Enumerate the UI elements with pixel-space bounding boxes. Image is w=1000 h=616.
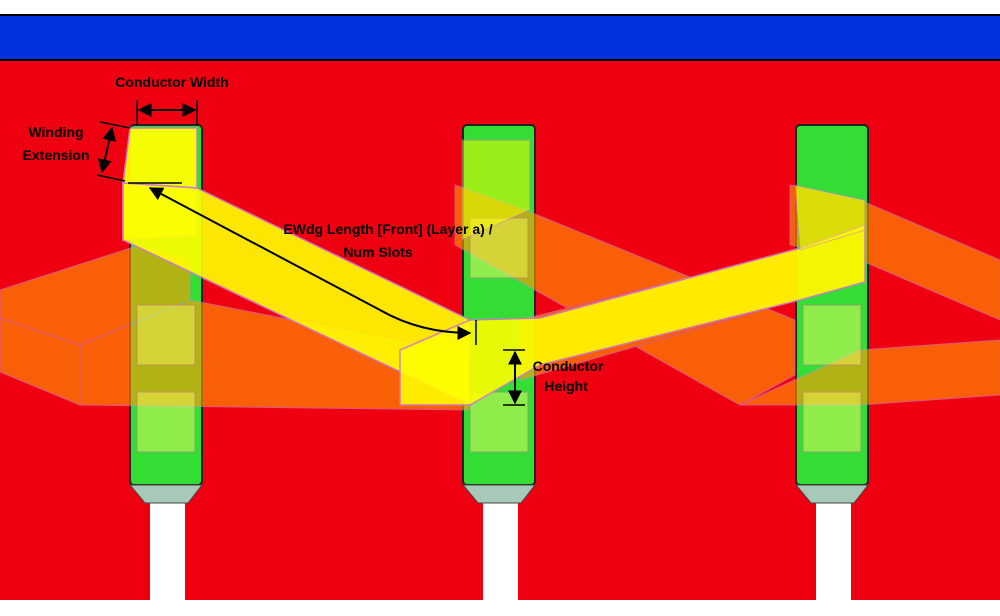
- tooth: [816, 500, 851, 600]
- conductor-height-dimension: Conductor Height: [503, 349, 604, 406]
- ewdg-length-label-line2: Num Slots: [343, 244, 412, 260]
- conductor-width-label: Conductor Width: [115, 74, 228, 90]
- ewdg-length-dimension: EWdg Length [Front] (Layer a) / Num Slot…: [128, 182, 493, 345]
- winding-extension-face: [122, 127, 198, 189]
- tooth: [483, 500, 518, 600]
- conductor-height-label-line1: Conductor: [533, 358, 604, 374]
- conductor-width-dimension: Conductor Width: [115, 74, 229, 125]
- winding-extension-label-line1: Winding: [28, 124, 83, 140]
- back-winding-band: [739, 339, 1000, 406]
- top-band: [0, 15, 1000, 60]
- slot-conductors: [136, 217, 862, 453]
- winding-extension-label-line2: Extension: [23, 147, 90, 163]
- tooth: [150, 500, 185, 600]
- winding-extension-dimension: Winding Extension: [23, 121, 131, 182]
- conductor-height-label-line2: Height: [544, 378, 588, 394]
- ewdg-length-label-line1: EWdg Length [Front] (Layer a) /: [283, 221, 492, 237]
- teeth: [150, 500, 851, 600]
